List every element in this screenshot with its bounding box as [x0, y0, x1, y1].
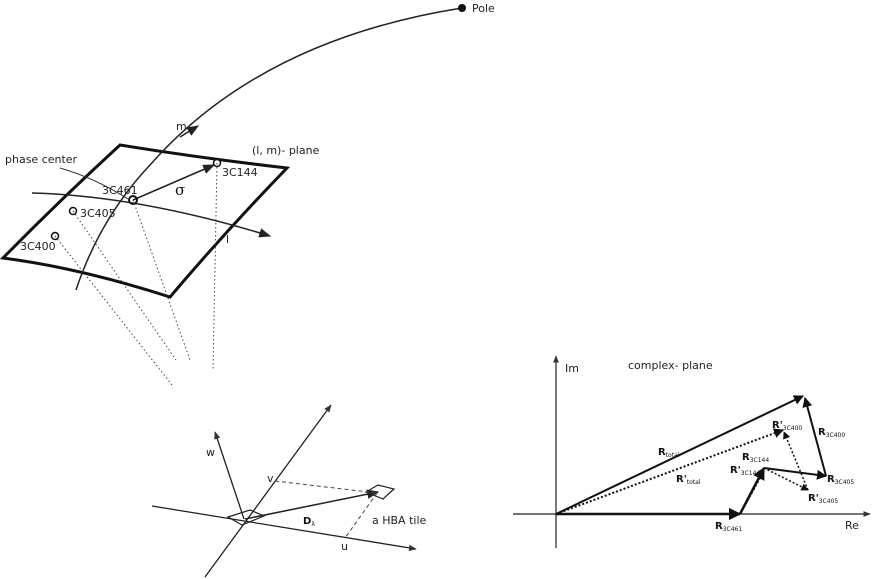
l-axis-label: l: [226, 233, 229, 246]
hba-tile-remote: [364, 484, 396, 500]
rp-3c144-label: R'3C144: [730, 465, 760, 477]
r-3c400-vector: [802, 397, 827, 477]
u-axis: [151, 505, 417, 551]
sigma-label: σ: [175, 181, 185, 199]
u-axis-label: u: [341, 540, 348, 553]
pole-label: Pole: [472, 2, 495, 15]
m-axis-arrow: [179, 125, 200, 138]
lm-plane-outline: [0, 143, 291, 299]
projection-lines: [54, 162, 218, 386]
plane-label: (l, m)- plane: [252, 144, 320, 157]
source-3c400-label: 3C400: [20, 240, 56, 253]
rp-3c405-label: R'3C405: [808, 493, 838, 505]
r-total-vector: [555, 395, 804, 515]
meridian-arc: [75, 7, 463, 291]
v-axis-label: v: [267, 472, 274, 485]
rp-total-label: R'total: [676, 474, 701, 486]
re-axis-label: Re: [845, 519, 859, 532]
l-axis: [31, 192, 272, 238]
tile-label: a HBA tile: [372, 514, 427, 527]
w-axis: [214, 431, 245, 520]
rp-3c405-vector: [763, 467, 809, 491]
w-axis-label: w: [206, 446, 215, 459]
m-axis-label: m: [176, 120, 187, 133]
rp-3c400-label: R'3C400: [772, 420, 802, 432]
rp-total-vector: [555, 428, 784, 515]
source-3c461-label: 3C461: [102, 184, 138, 197]
r-3c144-label: R3C144: [742, 452, 769, 464]
v-axis: [204, 404, 332, 578]
phase-center-label: phase center: [5, 153, 78, 166]
baseline-label: Dλ: [303, 516, 315, 528]
sigma-vector: [132, 164, 216, 201]
complex-plane-title: complex- plane: [628, 359, 713, 372]
baseline-vector: [244, 489, 380, 520]
complex-panel: Im Re complex- plane Rtotal R'total R3C4…: [513, 355, 871, 548]
hba-tile-origin: [226, 509, 266, 526]
sky-panel: Pole m (l, m)- plane l phase center σ 3C…: [0, 2, 495, 386]
r-3c400-label: R3C400: [818, 427, 845, 439]
r-total-label: Rtotal: [658, 447, 680, 459]
r-3c405-vector: [763, 467, 827, 480]
baseline-panel: w Dλ v u a HBA tile: [151, 404, 427, 578]
phase-center-leader: [59, 167, 129, 200]
im-axis-label: Im: [565, 362, 579, 375]
source-3c405-label: 3C405: [80, 207, 116, 220]
rp-3c400-vector: [783, 431, 809, 491]
source-3c144-label: 3C144: [222, 166, 258, 179]
baseline-projections: [274, 480, 378, 539]
r-3c405-label: R3C405: [827, 474, 854, 486]
r-3c461-label: R3C461: [715, 521, 742, 533]
source-3c461-marker: [128, 195, 138, 205]
pole-marker: [458, 4, 466, 12]
